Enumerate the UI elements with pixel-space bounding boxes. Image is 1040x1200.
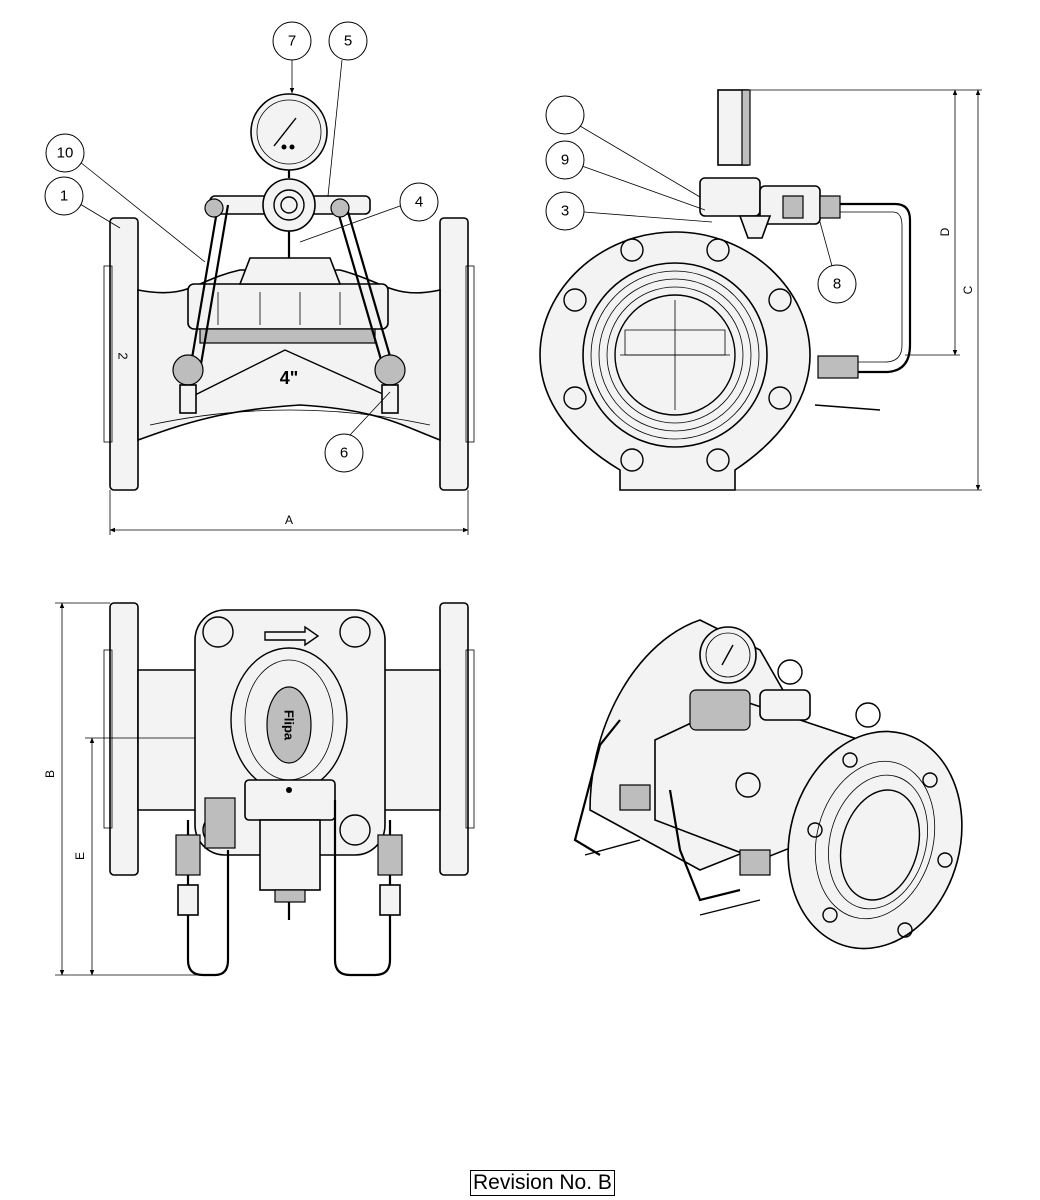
isometric-view	[573, 619, 963, 950]
balloon-1	[44, 176, 84, 216]
top-view: Flipa B E	[43, 602, 475, 977]
side-number-marking: 2	[116, 352, 131, 359]
balloon-7-label: 7	[288, 33, 296, 50]
dimension-d-label: D	[938, 227, 952, 236]
side-view: D C	[539, 89, 982, 491]
balloon-9-label: 9	[561, 152, 569, 169]
balloon-3-label: 3	[561, 203, 569, 220]
dimension-e-label: E	[73, 852, 87, 860]
balloon-10-label: 10	[57, 145, 74, 162]
balloon-6	[324, 433, 364, 473]
balloon-6-label: 6	[340, 445, 348, 462]
dimension-b-label: B	[43, 770, 57, 778]
balloon-7	[272, 21, 312, 61]
dimension-c-label: C	[961, 285, 975, 294]
balloon-4	[399, 182, 439, 222]
size-marking: 4"	[280, 368, 299, 388]
balloon-9	[545, 140, 585, 180]
front-view: 4" 2 A	[103, 93, 475, 535]
balloon-4-label: 4	[415, 194, 423, 211]
revision-label: Revision No. B	[470, 1170, 615, 1196]
balloon-8	[817, 264, 857, 304]
balloon-3	[545, 191, 585, 231]
dimension-a-label: A	[285, 513, 293, 527]
balloon-1-label: 1	[60, 188, 68, 205]
balloon-2	[545, 95, 585, 135]
balloon-callouts: 7 5 4 10 1 6 9 3 8	[44, 21, 857, 473]
balloon-8-label: 8	[833, 276, 841, 293]
brand-marking: Flipa	[282, 710, 297, 741]
balloon-5	[328, 21, 368, 61]
balloon-10	[45, 133, 85, 173]
balloon-5-label: 5	[344, 33, 352, 50]
